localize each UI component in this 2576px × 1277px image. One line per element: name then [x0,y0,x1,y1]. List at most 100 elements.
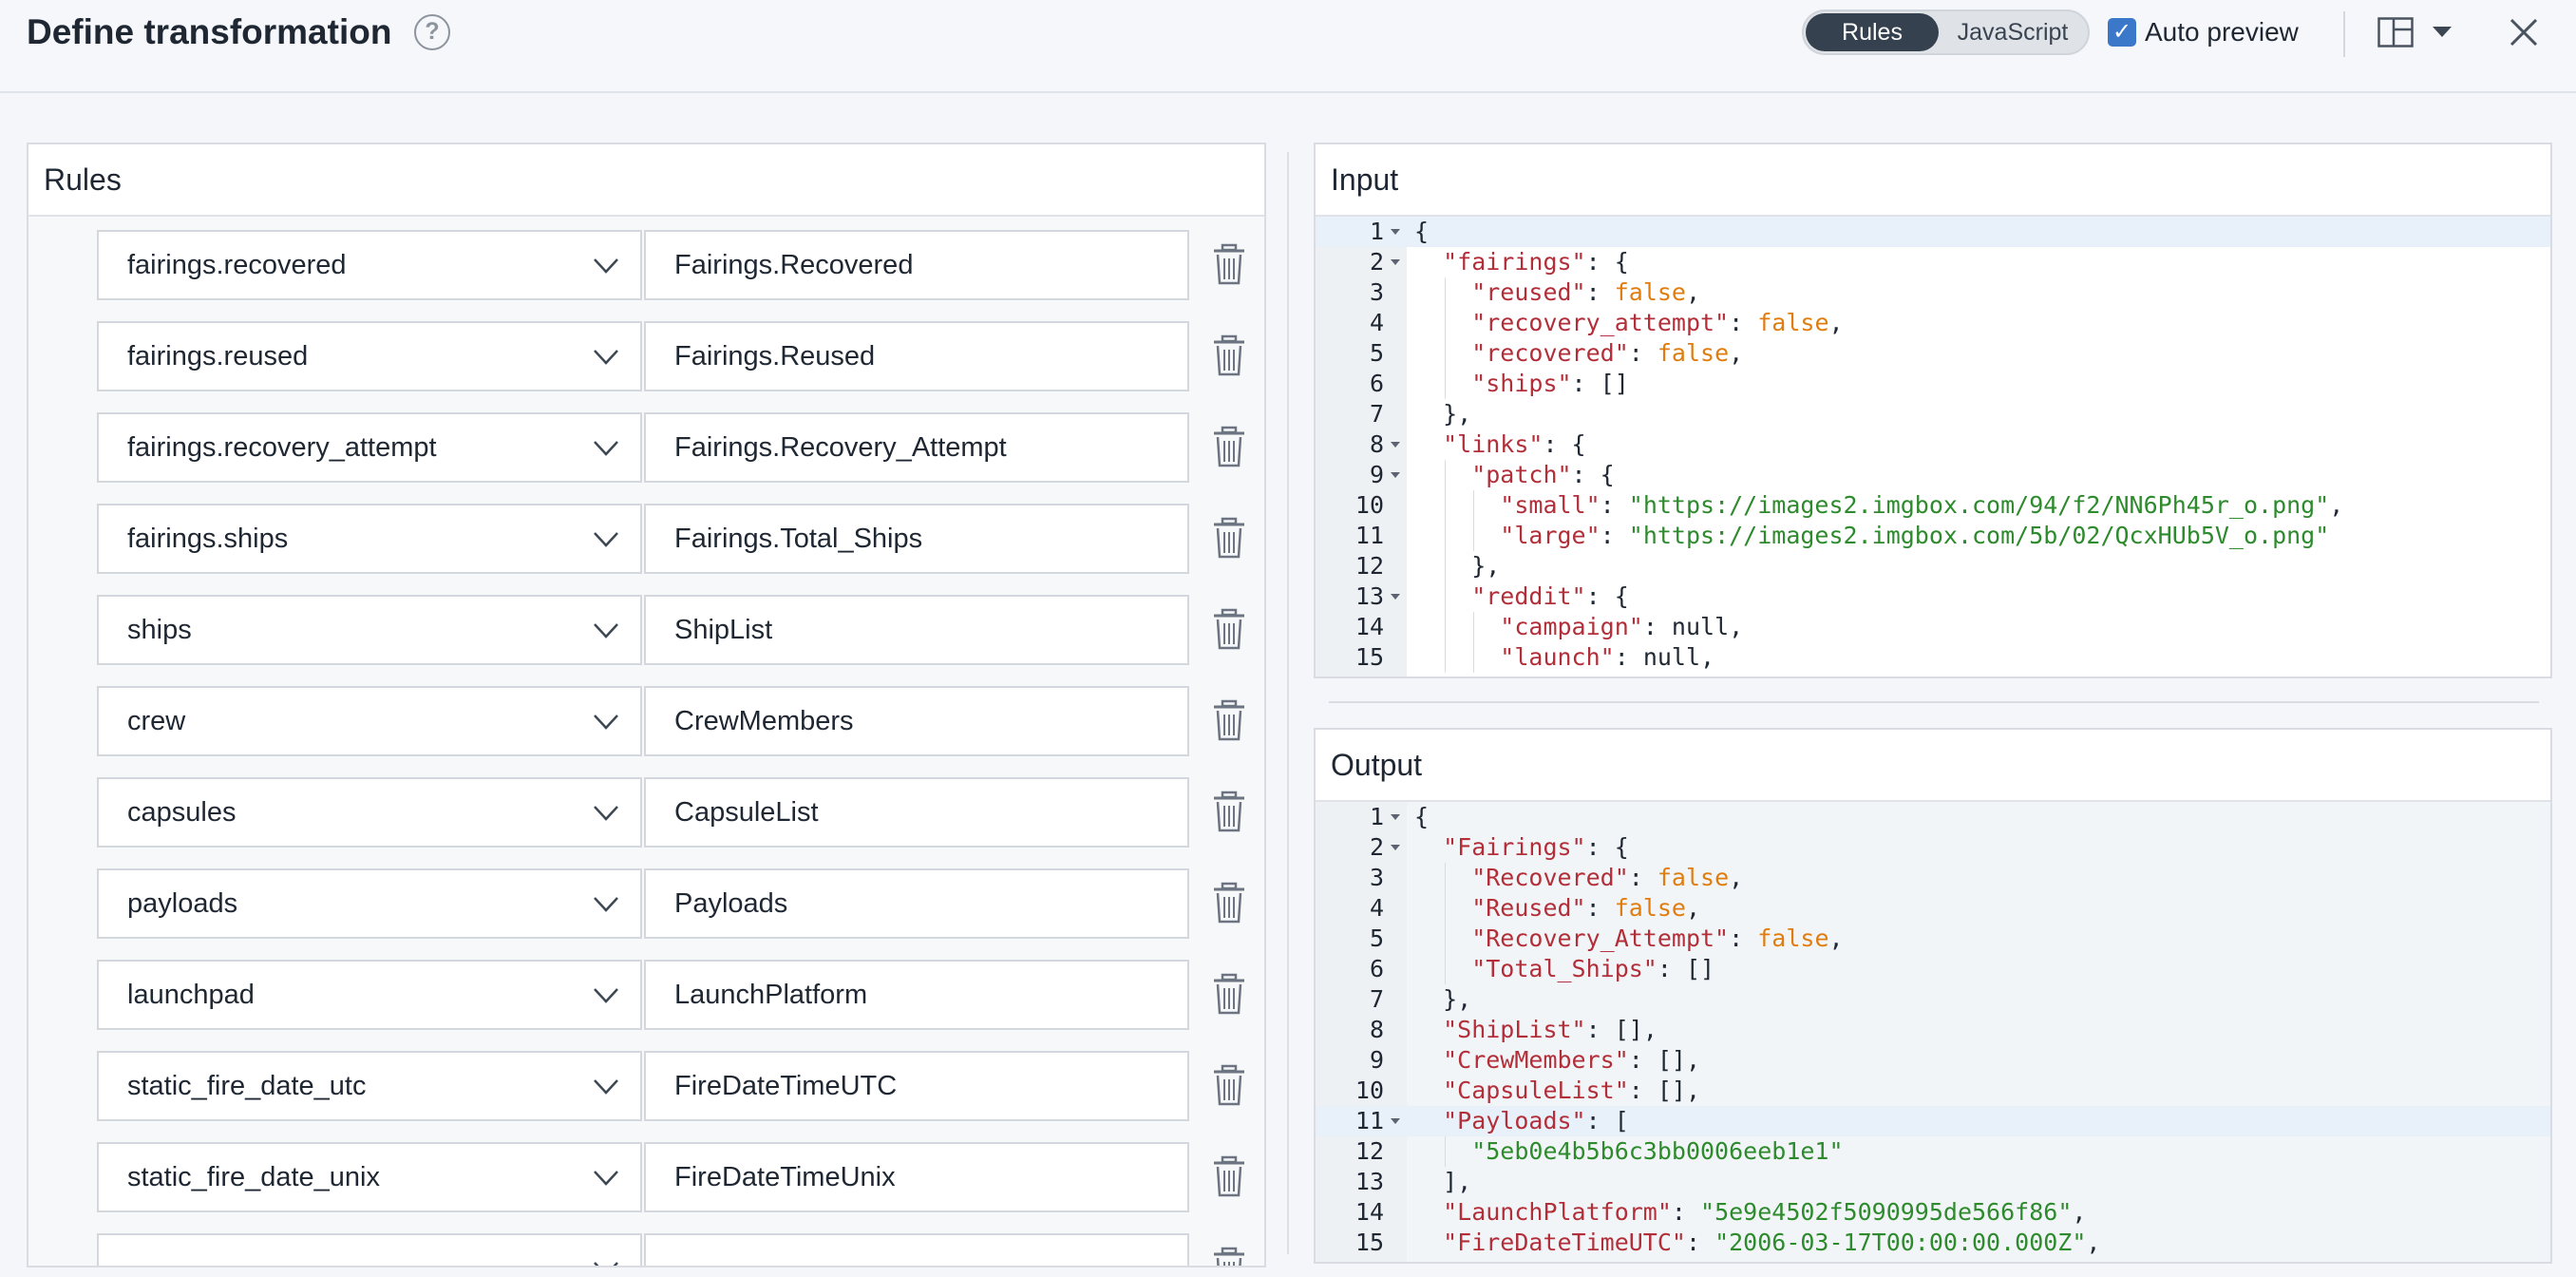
line-number: 2 [1369,248,1384,276]
trash-icon[interactable] [1212,243,1246,285]
auto-preview-checkbox[interactable]: ✓ [2108,18,2136,47]
source-field-select[interactable] [97,1233,642,1266]
source-field-value: launchpad [127,980,255,1010]
target-field-input[interactable]: ShipList [644,595,1189,665]
layout-icon[interactable] [2377,17,2414,48]
code-text: "Recovered": false, [1471,863,1743,893]
code-text: "LaunchPlatform": "5e9e4502f5090995de566… [1443,1197,2086,1228]
target-field-input[interactable]: CrewMembers [644,686,1189,756]
source-field-select[interactable]: crew [97,686,642,756]
source-field-select[interactable]: payloads [97,868,642,939]
target-field-input[interactable]: Fairings.Recovery_Attempt [644,412,1189,483]
line-number: 14 [1354,1198,1384,1226]
code-token: { [1414,803,1430,830]
fold-toggle-icon[interactable] [1391,1118,1400,1124]
source-field-select[interactable]: fairings.reused [97,321,642,391]
line-number: 11 [1354,1107,1384,1134]
code-token: "CapsuleList" [1443,1077,1629,1104]
code-token: : [1729,924,1758,952]
line-number: 9 [1369,1046,1384,1074]
output-code-editor[interactable]: 1{2"Fairings": {3"Recovered": false,4"Re… [1316,802,2550,1262]
line-number: 8 [1369,1016,1384,1043]
help-icon[interactable]: ? [414,14,450,50]
source-field-select[interactable]: static_fire_date_unix [97,1142,642,1212]
code-token: "Recovered" [1471,864,1629,891]
trash-icon[interactable] [1212,973,1246,1015]
fold-toggle-icon[interactable] [1391,259,1400,265]
source-field-select[interactable]: fairings.recovered [97,230,642,300]
code-text: }, [1471,551,1500,581]
target-field-input[interactable]: FireDateTimeUTC [644,1051,1189,1121]
close-icon[interactable] [2508,16,2540,48]
code-text: }, [1443,399,1471,429]
chevron-down-icon [594,897,618,912]
line-number: 4 [1369,309,1384,336]
panel-splitter[interactable] [1287,152,1289,1254]
target-field-input[interactable]: Fairings.Total_Ships [644,504,1189,574]
target-field-input[interactable]: Fairings.Reused [644,321,1189,391]
source-field-select[interactable]: launchpad [97,960,642,1030]
code-text: "campaign": null, [1500,612,1743,642]
code-line: 1{ [1316,217,2550,247]
source-field-select[interactable]: fairings.recovery_attempt [97,412,642,483]
layout-dropdown-chevron-icon[interactable] [2433,27,2452,37]
trash-icon[interactable] [1212,426,1246,467]
fold-toggle-icon[interactable] [1391,442,1400,448]
trash-icon[interactable] [1212,1247,1246,1267]
source-field-value: capsules [127,797,237,828]
fold-toggle-icon[interactable] [1391,472,1400,478]
trash-icon[interactable] [1212,608,1246,650]
code-line: 6"ships": [] [1316,369,2550,399]
mode-toggle: Rules JavaScript [1802,10,2090,55]
input-code-editor[interactable]: 1{2"fairings": {3"reused": false,4"recov… [1316,217,2550,677]
target-field-input[interactable] [644,1233,1189,1266]
auto-preview-label[interactable]: Auto preview [2145,17,2299,47]
fold-toggle-icon[interactable] [1391,814,1400,820]
code-token: : [1585,278,1615,306]
fold-toggle-icon[interactable] [1391,845,1400,850]
trash-icon[interactable] [1212,791,1246,832]
indent-guide [1445,863,1447,893]
line-number: 13 [1354,1168,1384,1195]
mode-javascript-button[interactable]: JavaScript [1957,19,2069,46]
code-token: "reddit" [1471,582,1586,610]
trash-icon[interactable] [1212,882,1246,924]
code-text: "Payloads": [ [1443,1106,1629,1136]
code-token: : [1642,613,1672,640]
chevron-down-icon [594,532,618,547]
indent-guide [1445,308,1447,338]
code-text: "Reused": false, [1471,893,1700,924]
code-line: 15"launch": null, [1316,642,2550,673]
rules-panel-title: Rules [28,144,1264,217]
code-line: 10"CapsuleList": [], [1316,1076,2550,1106]
code-token: , [1685,278,1701,306]
input-panel: Input 1{2"fairings": {3"reused": false,4… [1314,143,2552,678]
fold-toggle-icon[interactable] [1391,594,1400,600]
source-field-value: fairings.ships [127,524,289,554]
source-field-select[interactable]: static_fire_date_utc [97,1051,642,1121]
trash-icon[interactable] [1212,517,1246,559]
target-field-input[interactable]: Fairings.Recovered [644,230,1189,300]
source-field-select[interactable]: capsules [97,777,642,848]
trash-icon[interactable] [1212,334,1246,376]
code-token: "2006-03-17T00:00:00.000Z" [1714,1229,2087,1256]
trash-icon[interactable] [1212,1064,1246,1106]
target-field-input[interactable]: LaunchPlatform [644,960,1189,1030]
code-token: "campaign" [1500,613,1643,640]
trash-icon[interactable] [1212,1155,1246,1197]
code-line: 12}, [1316,551,2550,581]
code-line: 3"reused": false, [1316,277,2550,308]
trash-icon[interactable] [1212,699,1246,741]
rule-row: fairings.ships Fairings.Total_Ships [97,504,1244,574]
target-field-input[interactable]: Payloads [644,868,1189,939]
target-field-input[interactable]: FireDateTimeUnix [644,1142,1189,1212]
fold-toggle-icon[interactable] [1391,229,1400,235]
mode-rules-button[interactable]: Rules [1806,13,1939,51]
code-token: : { [1571,461,1615,488]
code-token: : [1628,864,1657,891]
rule-row [97,1233,1244,1266]
target-field-input[interactable]: CapsuleList [644,777,1189,848]
source-field-select[interactable]: fairings.ships [97,504,642,574]
source-field-select[interactable]: ships [97,595,642,665]
